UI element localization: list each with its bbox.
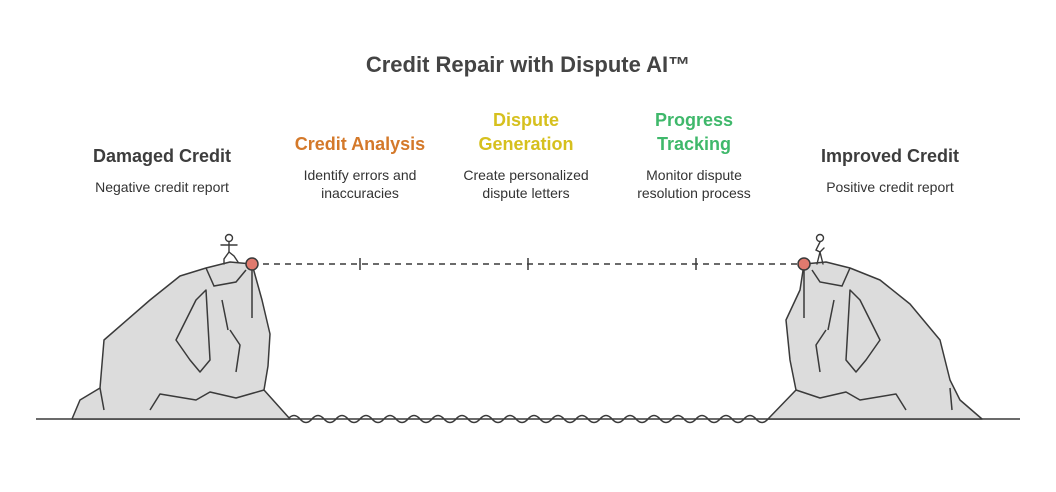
person-stepping-icon <box>221 235 238 265</box>
wave-icon <box>288 416 768 423</box>
start-anchor-dot <box>246 258 258 270</box>
right-cliff-icon <box>768 262 982 419</box>
person-standing-icon <box>816 235 824 265</box>
end-anchor-dot <box>798 258 810 270</box>
left-cliff-icon <box>72 262 290 419</box>
